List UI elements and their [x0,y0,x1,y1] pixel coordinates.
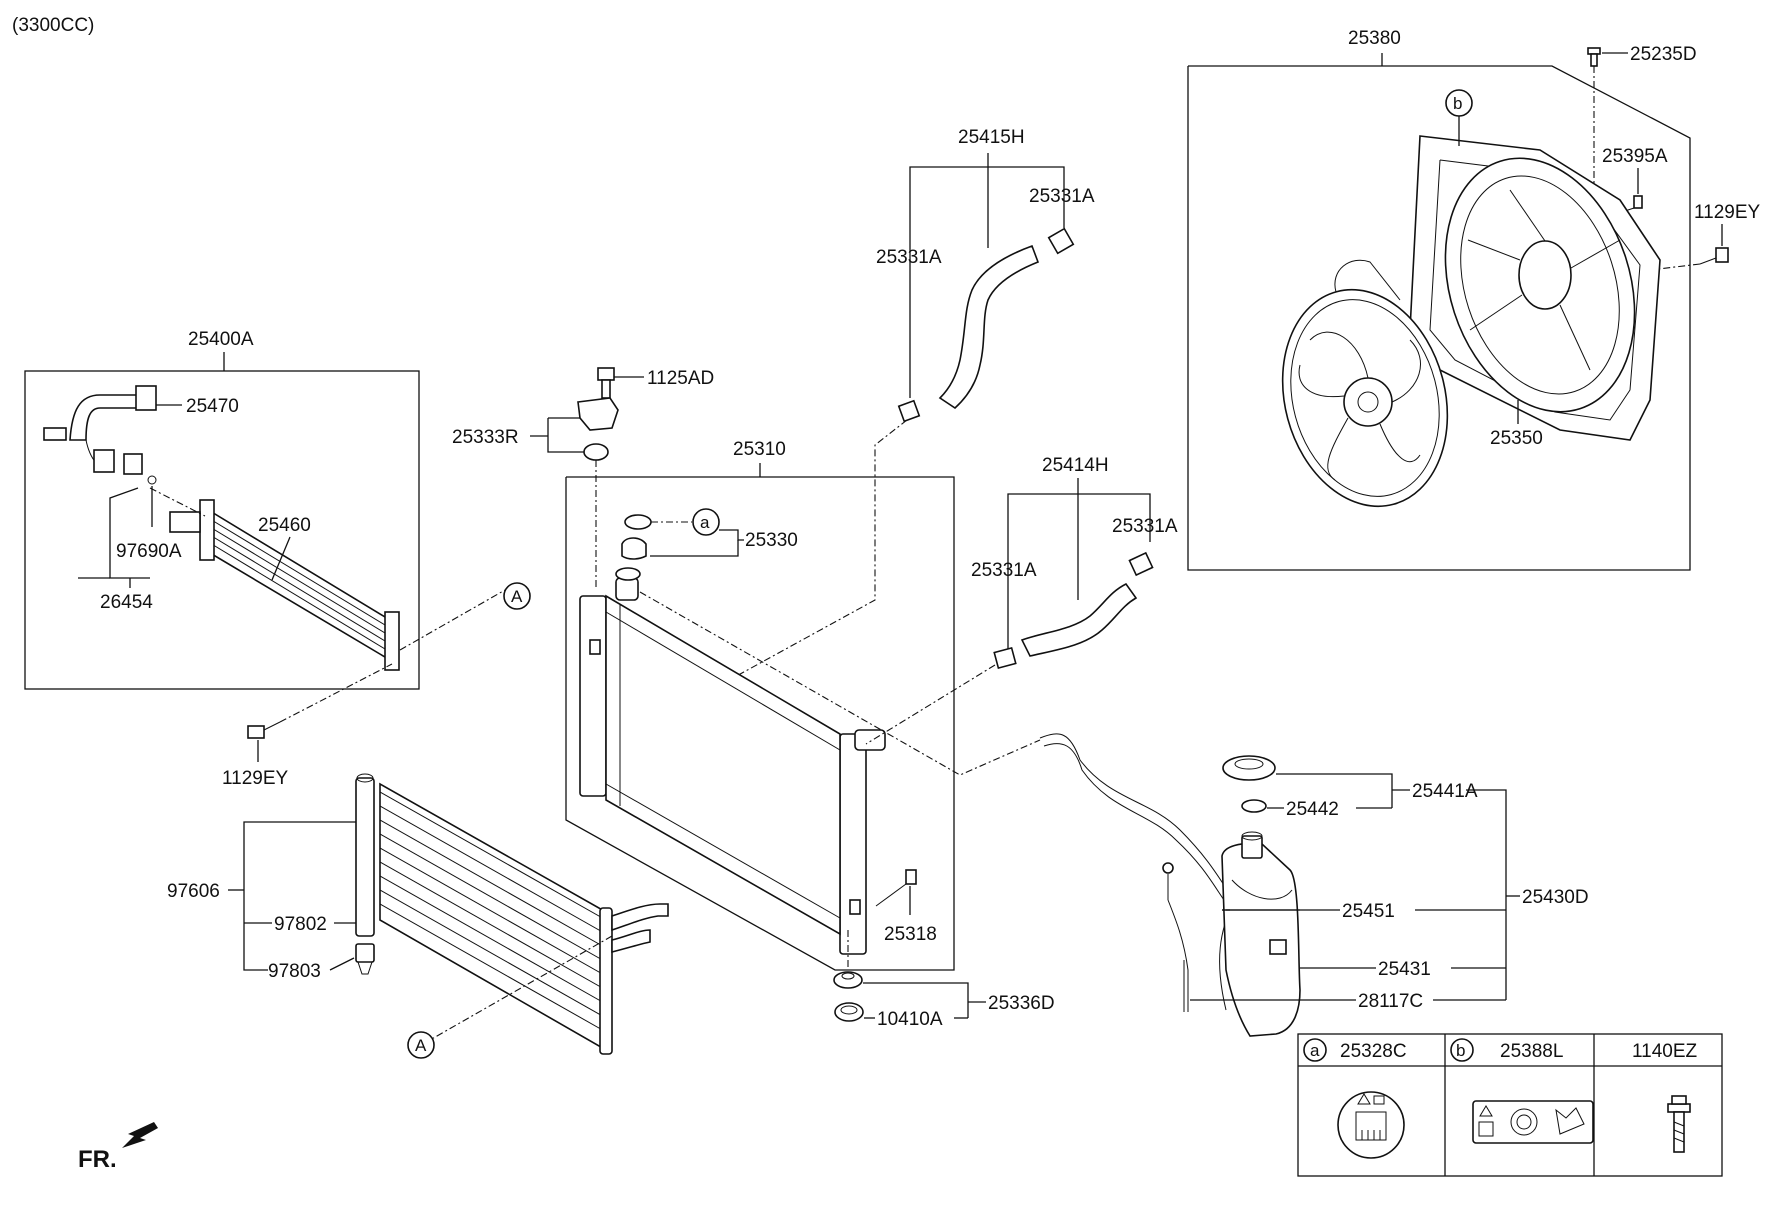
label-97803: 97803 [268,961,321,982]
label-25415H: 25415H [958,127,1025,148]
fan-shroud-icon [1409,135,1661,441]
label-25430D: 25430D [1522,887,1589,908]
fan-blade-icon [1281,259,1449,508]
engine-label: (3300CC) [12,15,94,36]
label-25235D: 25235D [1630,44,1697,65]
label-25318: 25318 [884,924,937,945]
insulator-icon [833,971,863,989]
label-25395A: 25395A [1602,146,1668,167]
legend-1140EZ: 1140EZ [1632,1041,1698,1062]
reservoir-tank-icon [1221,831,1301,1037]
label-25470: 25470 [186,396,239,417]
label-1129EY-fan: 1129EY [1694,202,1761,223]
front-arrow-icon [122,1122,158,1148]
legend-callout-a [1303,1038,1327,1062]
trans-cooler-group: 25400A 25470 97690A 26454 [24,329,531,789]
clamp-lower-2-icon [993,646,1017,670]
radiator-group: 1125AD 25333R 25310 a 25330 [452,367,1055,1030]
upper-hose-group: 25415H 25331A 25331A [619,127,1095,741]
label-97802: 97802 [274,914,327,935]
label-97606: 97606 [167,881,220,902]
label-25431: 25431 [1378,959,1431,980]
label-25310: 25310 [733,439,786,460]
condenser-icon [355,773,669,1055]
clamp-upper-2-icon [897,399,921,423]
label-25331A-3: 25331A [1112,516,1178,537]
cap-seal-icon [1241,799,1267,813]
bolt-25318-icon [875,869,917,907]
label-25331A-4: 25331A [971,560,1037,581]
clamp-lower-1-icon [1128,551,1154,577]
lower-hose-icon [1020,582,1138,657]
label-25336D: 25336D [988,993,1055,1014]
bolt-1129EY-fan-icon [1649,247,1729,271]
radiator-bracket-icon [577,397,619,461]
label-25330: 25330 [745,530,798,551]
cooler-tube-icon [43,385,157,471]
bolt-1125AD-icon [597,367,615,399]
label-10410A: 10410A [877,1009,943,1030]
legend-callout-b [1450,1038,1474,1062]
trans-cooler-box [24,370,420,690]
label-25414H: 25414H [1042,455,1109,476]
seal-icon [624,514,652,530]
lower-hose-group: 25414H 25331A 25331A [865,455,1178,745]
label-28117C: 28117C [1358,991,1423,1012]
drain-plug-icon [621,537,647,560]
reservoir-cap-icon [1222,755,1276,781]
svg-text:A: A [511,587,523,606]
label-25441A: 25441A [1412,781,1478,802]
reservoir-group: 25442 25441A 25451 25431 28117C [1039,733,1589,1037]
label-25350: 25350 [1490,428,1543,449]
legend-25328C: 25328C [1340,1041,1407,1062]
label-1125AD: 1125AD [647,368,714,389]
front-direction-arrow: FR. [78,1122,158,1173]
label-25451: 25451 [1342,901,1395,922]
legend-table: a 25328C b 25388L 1140EZ [1297,1033,1723,1177]
callout-A-lower [407,1031,435,1059]
fan-warning-label-icon [1472,1100,1594,1144]
label-25460: 25460 [258,515,311,536]
radiator-box [565,476,955,971]
upper-hose-icon [938,244,1040,410]
hose-fitting-icon [93,449,157,485]
svg-text:b: b [1453,94,1462,113]
callout-a [692,508,720,536]
svg-text:a: a [1310,1041,1320,1060]
svg-text:a: a [700,513,710,532]
label-25400A: 25400A [188,329,254,350]
label-25380: 25380 [1348,28,1401,49]
front-label: FR. [78,1146,117,1173]
mount-10410A-icon [834,1002,864,1022]
label-25331A-1: 25331A [1029,186,1095,207]
svg-text:A: A [415,1036,427,1055]
label-26454: 26454 [100,592,153,613]
condenser-group: A 97606 97802 97803 [167,773,669,1059]
oil-cooler-icon [169,499,400,671]
fan-assembly-group: 25380 25235D 25395A 1129EY [1187,28,1761,571]
bolt-1140EZ-icon [1667,1095,1691,1153]
label-25442: 25442 [1286,799,1339,820]
level-sensor-icon [1162,862,1189,1012]
clamp-upper-1-icon [1047,227,1075,255]
label-1129EY-left: 1129EY [222,768,289,789]
bolt-1129EY-left-icon [247,721,281,739]
callout-A-upper [503,582,531,610]
legend-25388L: 25388L [1500,1041,1563,1062]
label-25331A-2: 25331A [876,247,942,268]
radiator-core-icon [579,567,886,955]
label-25333R: 25333R [452,427,519,448]
svg-text:b: b [1456,1041,1465,1060]
fan-assembly-box [1187,65,1691,571]
caution-label-icon [1337,1091,1405,1159]
label-97690A: 97690A [116,541,182,562]
